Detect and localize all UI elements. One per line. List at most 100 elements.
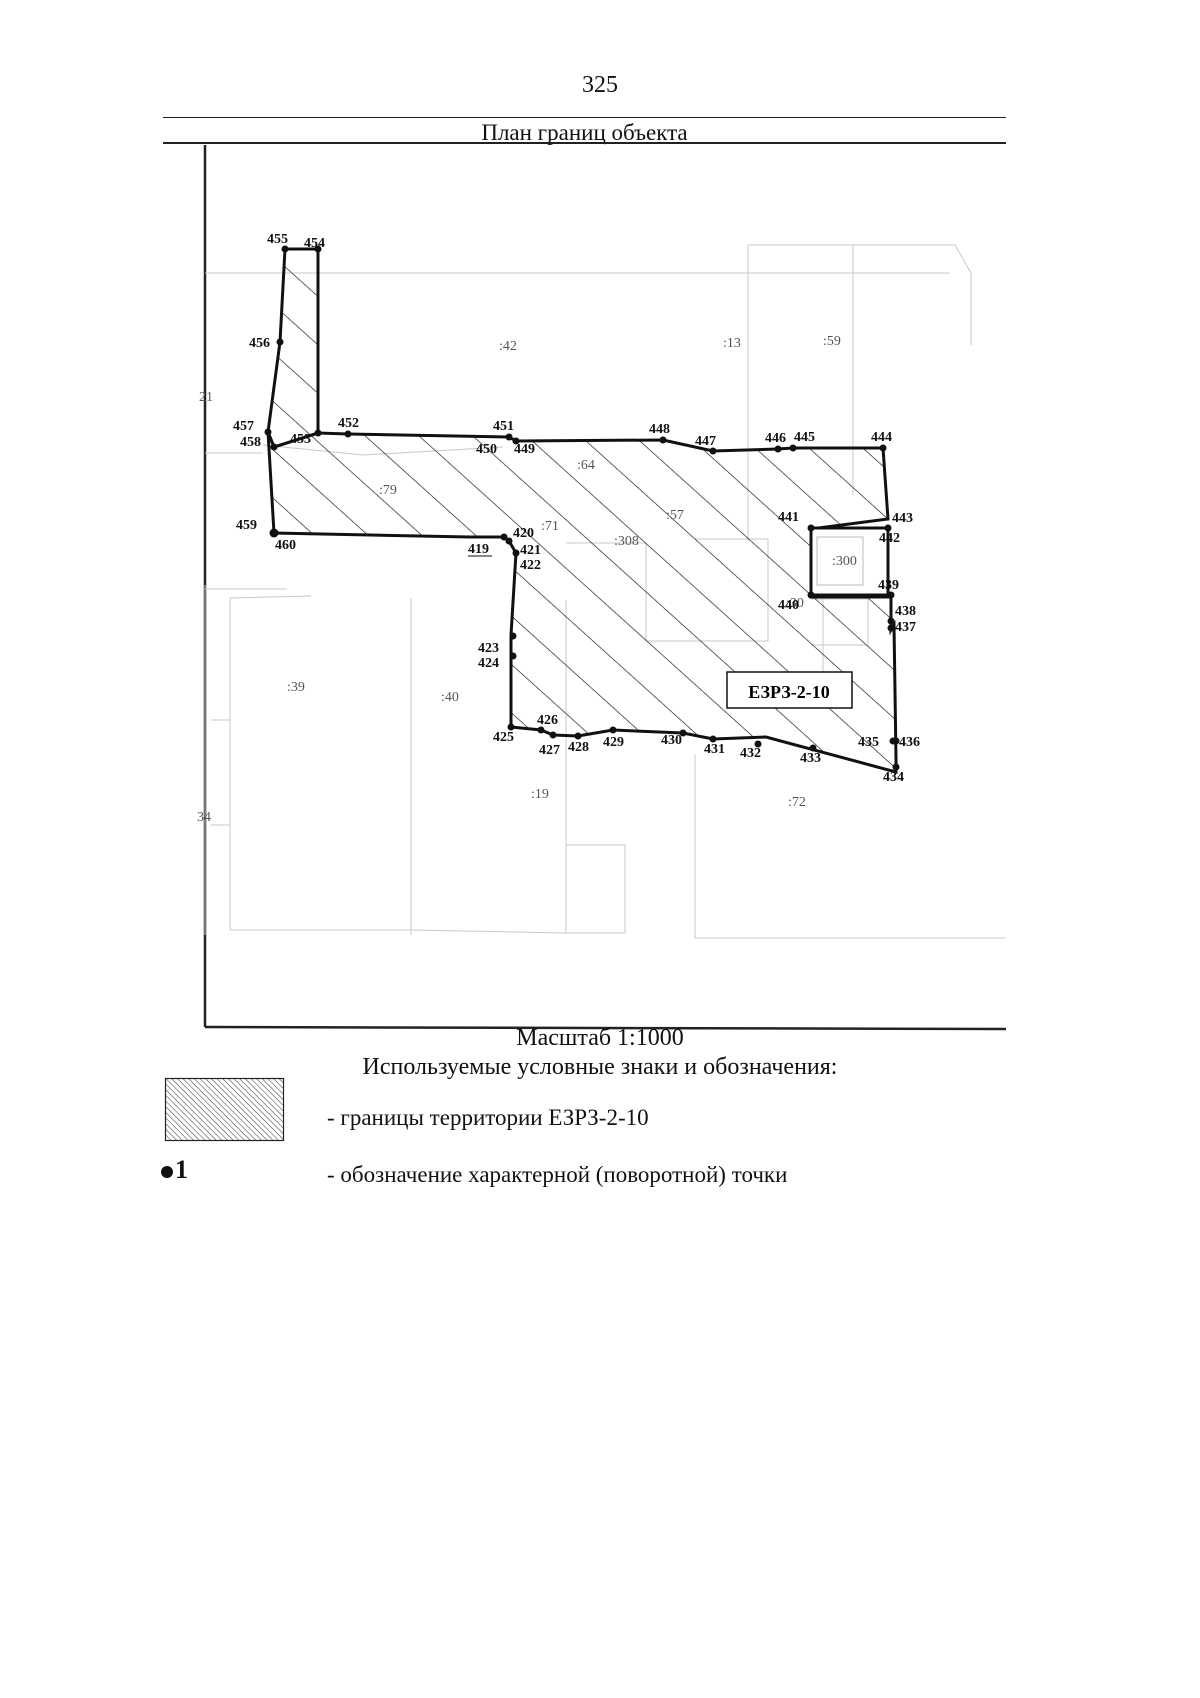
parcel-labels: :42 :13 :59 21 :79 :64 :71 :57 :308 :300… [197, 334, 857, 825]
point-label: 447 [695, 434, 716, 449]
boundary-point [887, 617, 895, 625]
point-label: 456 [249, 336, 270, 351]
point-label: 446 [765, 431, 786, 446]
parcel-label: :72 [788, 795, 806, 810]
map-frame-bottom [204, 1025, 1007, 1031]
territory-north-strip [266, 247, 320, 449]
boundary-point [549, 731, 557, 739]
parcel-label: :30 [786, 596, 804, 611]
parcel-label: :42 [499, 339, 517, 354]
boundary-point [314, 245, 322, 253]
boundary-point [887, 591, 895, 599]
point-label: 430 [661, 733, 682, 748]
point-label: 426 [537, 713, 558, 728]
boundary-point [264, 428, 272, 436]
point-label: 460 [275, 538, 296, 553]
boundary-point [774, 445, 782, 453]
point-label: 448 [649, 422, 670, 437]
point-label: 440 [778, 598, 799, 613]
boundary-point [509, 632, 517, 640]
point-label: 438 [895, 604, 916, 619]
boundary-point [659, 436, 667, 444]
point-label: 451 [493, 419, 514, 434]
boundary-point [269, 528, 279, 538]
boundary-point [281, 245, 289, 253]
parcel-label: 21 [199, 390, 213, 405]
boundary-point [892, 763, 900, 771]
point-label: 453 [290, 432, 311, 447]
point-label: 459 [236, 518, 257, 533]
point-label: 449 [514, 442, 535, 457]
boundary-point [879, 444, 887, 452]
parcel-label: :39 [287, 680, 305, 695]
parcel-label: 34 [197, 810, 211, 825]
point-label: 450 [476, 442, 497, 457]
boundary-point [500, 533, 508, 541]
point-label: 434 [883, 770, 904, 785]
header-rule [163, 117, 1006, 118]
point-label: 441 [778, 510, 799, 525]
point-label: 429 [603, 735, 624, 750]
point-label: 433 [800, 751, 821, 766]
zone-label-box [726, 671, 853, 709]
boundary-point [512, 549, 520, 557]
boundary-point [892, 737, 900, 745]
point-label: 444 [871, 430, 892, 445]
boundary-point [507, 723, 515, 731]
point-label: 455 [267, 232, 288, 247]
boundary-point [512, 437, 520, 445]
parcel-label: :19 [531, 787, 549, 802]
parcel-label: :300 [832, 554, 857, 569]
boundary-points [264, 245, 900, 771]
map-title: План границ объекта [481, 120, 688, 145]
parcel-label: :13 [723, 336, 741, 351]
point-label: 439 [878, 578, 899, 593]
point-label: 428 [568, 740, 589, 755]
legend-point-text: - обозначение характерной (поворотной) т… [327, 1162, 788, 1187]
point-label: 419 [468, 542, 489, 557]
boundary-point [807, 524, 815, 532]
boundary-point [789, 444, 797, 452]
point-label: 457 [233, 419, 254, 434]
point-label: 436 [899, 735, 920, 750]
parcel-label: :64 [577, 458, 595, 473]
point-label: 435 [858, 735, 879, 750]
boundary-point [270, 443, 278, 451]
boundary-point [509, 652, 517, 660]
map-top-rule [163, 142, 1006, 144]
parcel-label: :308 [614, 534, 639, 549]
map-scale: Масштаб 1:1000 [516, 1025, 684, 1051]
point-label: 432 [740, 746, 761, 761]
boundary-map: :42 :13 :59 21 :79 :64 :71 :57 :308 :300… [197, 145, 1007, 1031]
legend-point-number: 1 [175, 1155, 188, 1184]
zone-label: ЕЗРЗ-2-10 [748, 682, 829, 702]
boundary-point [754, 740, 762, 748]
parcel-label: :40 [441, 690, 459, 705]
boundary-point [679, 729, 687, 737]
boundary-point [809, 744, 817, 752]
parcel-label: :71 [541, 519, 559, 534]
boundary-point [609, 726, 617, 734]
boundary-point [574, 732, 582, 740]
point-label: 437 [895, 620, 916, 635]
point-label: 427 [539, 743, 560, 758]
legend-hatch-swatch [164, 1077, 285, 1142]
point-label: 454 [304, 236, 325, 251]
boundary-point [709, 735, 717, 743]
legend-title: Используемые условные знаки и обозначени… [362, 1054, 838, 1080]
point-marker-icon [161, 1166, 173, 1179]
boundary-point [505, 537, 513, 545]
parcel-label: :79 [379, 483, 397, 498]
point-label: 443 [892, 511, 913, 526]
point-label: 431 [704, 742, 725, 757]
boundary-point [314, 429, 322, 437]
point-label: 422 [520, 558, 541, 573]
legend-area-text: - границы территории ЕЗРЗ-2-10 [327, 1105, 649, 1130]
boundary-point [887, 624, 895, 632]
boundary-point [709, 447, 717, 455]
parcel-300-inner [816, 536, 864, 586]
point-label: 458 [240, 435, 261, 450]
point-labels: 455 454 456 457 458 453 452 451 450 449 … [233, 232, 920, 785]
page-number: 325 [582, 72, 618, 98]
boundary-point [807, 591, 815, 599]
